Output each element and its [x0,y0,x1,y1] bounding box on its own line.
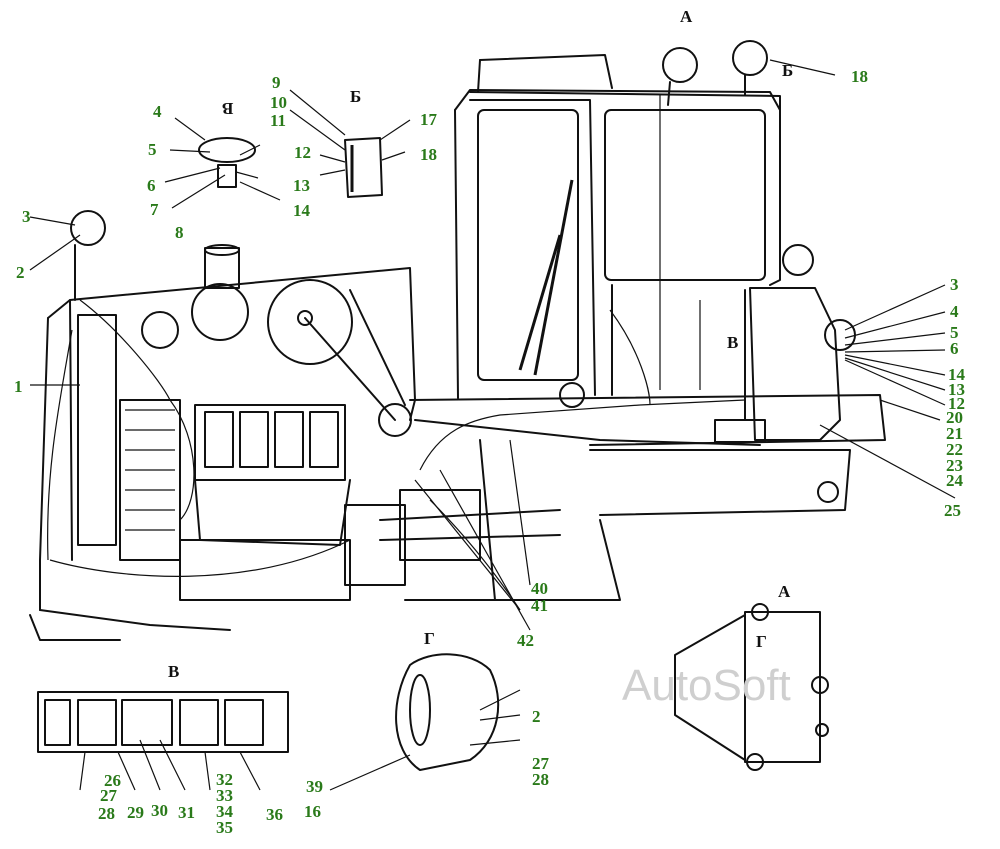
callout-5: 5 [148,140,157,159]
callout-22: 22 [946,440,963,459]
view-label-a: А [778,582,791,601]
frame [379,394,886,601]
callout-33: 33 [216,786,233,805]
callout-29: 29 [127,803,144,822]
view-label-b-top: Б [782,61,794,80]
callout-40: 42 [517,631,534,650]
detail-view-roof [674,603,829,771]
battery-box [714,287,841,443]
callout-3-r: 3 [950,275,959,294]
callout-13: 13 [293,176,310,195]
callout-35: 35 [216,818,233,837]
front-lamp [70,210,106,301]
callout-12-r: 12 [948,394,965,413]
callout-36: 36 [266,805,283,824]
callout-38: 40 [531,579,548,598]
callout-34: 34 [216,802,233,821]
view-label-v: В [168,662,180,681]
callout-25: 25 [944,501,961,520]
exhaust-stack [204,244,240,289]
cab-headlamps [662,40,856,351]
detail-view-switch [289,89,411,198]
callout-37: 39 [306,777,323,796]
callout-23: 23 [946,456,963,475]
callout-2-g: 2 [532,707,541,726]
callout-31: 31 [178,803,195,822]
callout-2: 2 [16,263,25,282]
callout-4: 4 [153,102,162,121]
engine-block [179,404,481,601]
callout-18: 18 [851,67,868,86]
callout-14-r: 14 [948,365,965,384]
callout-5-r: 5 [950,323,959,342]
callout-18-b: 18 [420,145,437,164]
view-label-v-main: В [727,333,739,352]
detail-view-lamp-mount [329,653,521,791]
watermark: AutoSoft [622,661,791,710]
view-label-g: Г [424,629,435,648]
callout-27-g: 27 [532,754,549,773]
callout-28: 28 [98,804,115,823]
detail-view-lamp [164,117,281,209]
callout-11: 11 [270,111,287,130]
leader-lines [29,59,956,631]
callout-4-r: 4 [950,302,959,321]
callout-27: 27 [100,786,117,805]
detail-view-fusebox [37,691,289,791]
callout-6: 6 [147,176,156,195]
callout-17: 17 [420,110,437,129]
callout-8: 8 [175,223,184,242]
callout-6-r: 6 [950,339,959,358]
callout-39: 41 [531,596,548,615]
callout-10: 10 [270,93,287,112]
callout-24: 24 [946,471,963,490]
callout-20: 20 [946,408,963,427]
callout-21: 21 [946,424,963,443]
view-label-a-top: А [680,7,693,26]
hood-outline [29,267,416,641]
view-label-g-detail: Г [756,632,767,651]
callout-26: 26 [104,771,121,790]
callout-9: 9 [272,73,281,92]
callout-28-g: 28 [532,770,549,789]
callout-12: 12 [294,143,311,162]
view-label-v-inverted: В [222,99,234,118]
cab [454,54,781,408]
callout-14: 14 [293,201,310,220]
callout-1: 1 [14,377,23,396]
view-label-b: Б [350,87,362,106]
callout-13-r: 13 [948,380,965,399]
engine-pulleys [141,279,412,437]
callout-3: 3 [22,207,31,226]
callout-16: 16 [304,802,321,821]
radiator [77,314,181,561]
callout-32: 32 [216,770,233,789]
wiring-harness [47,95,746,611]
callout-7: 7 [150,200,159,219]
callout-30: 30 [151,801,168,820]
